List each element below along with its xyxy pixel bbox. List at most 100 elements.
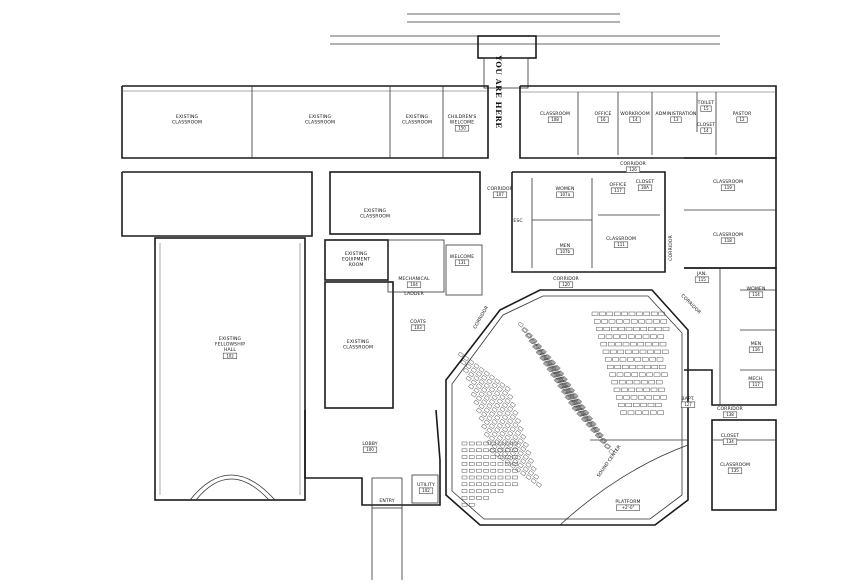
seat [657,334,665,339]
seat [565,394,572,401]
seat [491,394,498,401]
seat [651,364,659,370]
seat [532,344,539,350]
seat [486,390,493,397]
seat [661,372,668,377]
room-name: LADDER [404,291,424,297]
room-number: 107 [496,192,504,197]
room-label-ladder: LADDER [404,291,424,297]
seat [641,380,648,385]
seat [650,387,658,392]
seat [461,489,468,493]
room-number: 16 [600,117,606,122]
seat [490,441,497,446]
seat [643,387,650,392]
seat [497,441,504,446]
seat [504,482,511,487]
site-lines [330,13,720,89]
seat [525,462,532,468]
seat [621,311,628,316]
seat [633,326,640,332]
seat [509,462,516,469]
seat [470,379,477,386]
room-number: 117 [752,382,760,387]
room-number: 30A [641,185,649,190]
seat [504,459,511,465]
room-name: ESC [513,218,522,224]
seat [627,410,635,415]
room-number: 107a [560,192,571,197]
room-number: 107b [560,249,571,254]
seat [636,311,643,316]
room-number: 119 [724,185,732,190]
room-number: 138 [726,412,734,417]
seat [489,374,496,381]
room-number: 150 [458,126,466,131]
seat [645,395,653,400]
seat [461,462,468,466]
room-name: CHILDREN'S [448,114,477,120]
seat [551,371,558,378]
seat [489,423,496,430]
seat [522,466,529,473]
seat [491,431,498,438]
seat [608,448,615,455]
room-number-box [722,438,738,445]
room-label-mech-right: MECH.117 [748,376,764,388]
seat [564,394,571,401]
seat [658,311,665,316]
building-outline [121,85,777,580]
room-number: 102 [422,488,430,493]
seat [521,327,528,334]
seat [594,432,601,439]
seat [496,410,503,417]
seat [631,372,639,377]
room-number-box [700,105,712,112]
seat [468,482,475,487]
seat [465,375,472,382]
seat [577,410,584,417]
seat [512,434,519,441]
room-number: 120 [562,282,570,287]
seat [481,411,488,418]
room-name: CORRIDOR [668,234,674,260]
seat [476,468,482,473]
seat [515,417,522,424]
seat [655,402,662,408]
seat [644,364,651,370]
seat [591,311,599,316]
seat [610,349,617,354]
seat [600,342,608,347]
room-number-box [492,191,508,198]
seat [481,374,488,381]
seat [539,355,546,362]
seat [483,489,489,493]
seat [571,405,578,412]
seat [476,475,482,480]
seat [499,394,506,401]
seat [627,334,635,339]
room-number-box [613,241,629,248]
seat [509,401,516,408]
room-name: OFFICE [610,182,627,188]
seat [461,455,468,459]
seat [637,342,645,347]
seat [476,371,483,377]
room-number-box [700,127,712,134]
room-number-box [222,352,238,359]
seat [461,468,468,473]
seat [652,342,659,347]
room-name: CLASSROOM [713,232,743,238]
seat [522,454,529,460]
room-name: MECH. [748,376,763,382]
seat [627,357,634,362]
room-name: WOMEN [556,186,575,192]
